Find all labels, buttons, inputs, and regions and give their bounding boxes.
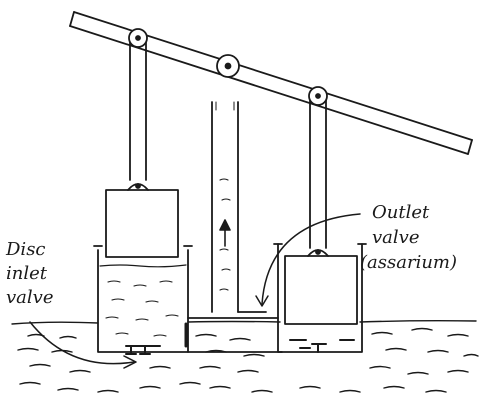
pivot-icon [216,54,240,78]
connecting-pipe [187,317,283,353]
outlet-label-pointer [261,213,361,305]
left-piston-rod [127,28,149,191]
left-piston [105,189,179,258]
label-line: (assarium) [360,252,457,273]
label-line: valve [6,287,53,308]
delivery-pipe [211,101,267,313]
flow-arrow-icon [219,219,231,247]
outlet-valve-label: Outlet valve (assarium) [360,202,457,273]
ground-water [11,319,479,393]
label-line: Disc [5,239,46,260]
disc-valve-icon [125,322,188,355]
disc-inlet-valve-label: Disc inlet valve [5,239,53,308]
inlet-pointer-head [123,355,137,369]
right-cylinder [273,243,367,353]
outlet-pointer-head [255,295,269,307]
label-line: Outlet [372,202,430,223]
disc-valve-icon [289,339,355,353]
inlet-label-pointer [29,321,135,365]
label-line: valve [372,227,419,248]
label-line: inlet [6,263,48,284]
left-cylinder [93,245,193,353]
right-piston [284,255,358,325]
right-piston-rod [307,86,329,257]
